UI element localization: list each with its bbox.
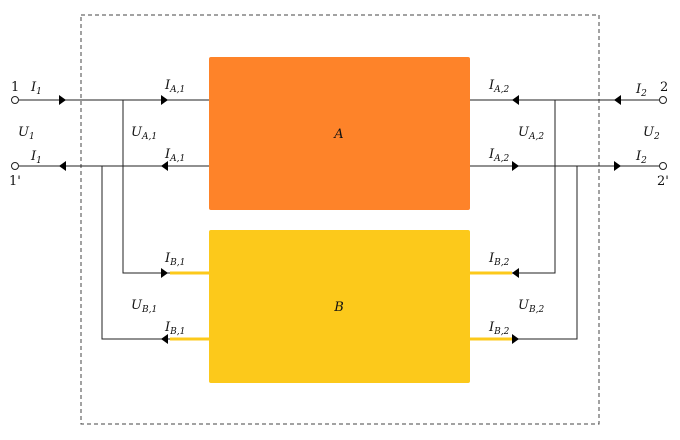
ia2-bot-label: IA,2 (488, 147, 510, 164)
arrow-i1-bot (59, 161, 66, 171)
arrow-ib1-top (161, 268, 168, 278)
i1-top-label: I1 (30, 80, 42, 97)
terminal-2p-node (659, 162, 667, 170)
ib2-bot-label: IB,2 (488, 320, 510, 337)
ub1-label: UB,1 (131, 298, 157, 315)
dashed-enclosure (80, 14, 600, 425)
arrow-ia1-top (161, 95, 168, 105)
terminal-2-node (659, 96, 667, 104)
arrow-ib1-bot (161, 334, 168, 344)
u2-label: U2 (643, 125, 660, 142)
ia1-bot-label: IA,1 (164, 147, 185, 164)
terminal-2p-label: 2' (657, 174, 669, 189)
block-a (209, 57, 470, 210)
arrow-ib2-top (512, 268, 519, 278)
ia1-top-label: IA,1 (164, 78, 185, 95)
ib1-bot-label: IB,1 (164, 320, 185, 337)
terminal-1-node (11, 96, 19, 104)
arrow-i2-top (614, 95, 621, 105)
ia2-top-label: IA,2 (488, 78, 510, 95)
i2-top-label: I2 (635, 82, 647, 99)
arrow-ia1-bot (161, 161, 168, 171)
ib2-top-label: IB,2 (488, 251, 510, 268)
arrow-ib2-bot (512, 334, 519, 344)
terminal-2-label: 2 (660, 80, 668, 95)
block-b-label: B (333, 300, 344, 315)
ua2-label: UA,2 (518, 125, 544, 142)
u1-label: U1 (18, 125, 35, 142)
arrowheads (59, 95, 621, 344)
i2-bot-label: I2 (635, 149, 647, 166)
arrow-ia2-bot (512, 161, 519, 171)
terminal-1p-node (11, 162, 19, 170)
terminal-1p-label: 1' (9, 174, 21, 189)
terminal-1-label: 1 (11, 80, 19, 95)
block-a-label: A (333, 127, 343, 142)
block-b (209, 230, 470, 383)
i1-bot-label: I1 (30, 149, 42, 166)
ub2-label: UB,2 (518, 298, 544, 315)
arrow-ia2-top (512, 95, 519, 105)
arrow-i1-top (59, 95, 66, 105)
arrow-i2-bot (614, 161, 621, 171)
b-feed-lines (170, 271, 512, 341)
ua1-label: UA,1 (131, 125, 157, 142)
ib1-top-label: IB,1 (164, 251, 185, 268)
